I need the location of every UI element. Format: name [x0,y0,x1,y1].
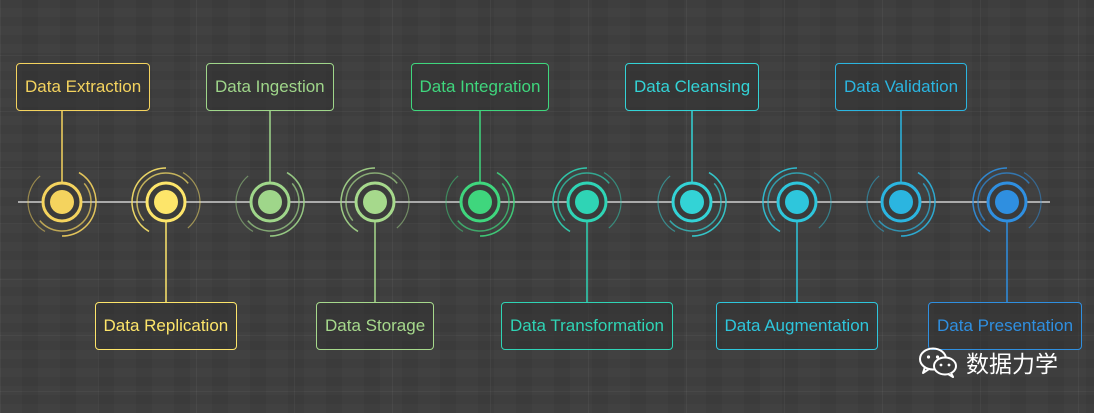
node-dot-data-replication [154,190,178,214]
node-arc-data-augmentation [767,172,820,222]
node-arc-data-presentation [1023,172,1042,229]
stage-label-data-presentation: Data Presentation [928,302,1083,350]
node-arc-data-cleansing [691,171,727,237]
node-arc-data-presentation [977,172,1030,222]
node-dot-data-extraction [50,190,74,214]
node-arc-data-extraction [61,171,97,237]
node-arc-data-replication [182,172,201,229]
node-dot-data-integration [468,190,492,214]
watermark: 数据力学 [918,345,1058,379]
node-dot-data-validation [889,190,913,214]
node-arc-data-validation [866,175,885,232]
stage-label-data-augmentation: Data Augmentation [715,302,879,350]
node-arc-data-extraction [27,175,46,232]
stage-label-data-cleansing: Data Cleansing [625,63,760,111]
node-arc-data-presentation [972,167,1008,233]
node-dot-data-cleansing [680,190,704,214]
stage-label-data-storage: Data Storage [316,302,435,350]
stage-label-data-validation: Data Validation [835,63,968,111]
node-arc-data-integration [479,171,515,237]
node-arc-data-replication [136,172,189,222]
node-arc-data-integration [445,175,464,232]
node-arc-data-extraction [39,182,92,232]
node-dot-data-augmentation [785,190,809,214]
node-arc-data-validation [900,171,936,237]
node-arc-data-storage [340,167,376,233]
wechat-icon [919,347,957,378]
stage-label-data-transformation: Data Transformation [501,302,674,350]
node-arc-data-replication [131,167,167,233]
node-dot-data-storage [363,190,387,214]
watermark-text: 数据力学 [966,351,1058,377]
node-arc-data-ingestion [247,182,300,232]
node-dot-data-ingestion [258,190,282,214]
node-arc-data-transformation [603,172,622,229]
node-arc-data-storage [345,172,398,222]
stage-label-data-ingestion: Data Ingestion [206,63,334,111]
node-arc-data-augmentation [813,172,832,229]
node-arc-data-ingestion [269,171,305,237]
node-arc-data-cleansing [657,175,676,232]
node-dot-data-transformation [575,190,599,214]
node-arc-data-cleansing [669,182,722,232]
stage-label-data-replication: Data Replication [94,302,238,350]
node-arc-data-ingestion [235,175,254,232]
node-arc-data-validation [878,182,931,232]
node-arc-data-storage [391,172,410,229]
node-arc-data-transformation [552,167,588,233]
node-arc-data-transformation [557,172,610,222]
node-dot-data-presentation [995,190,1019,214]
stage-label-data-integration: Data Integration [410,63,550,111]
node-arc-data-augmentation [762,167,798,233]
node-arc-data-integration [457,182,510,232]
stage-label-data-extraction: Data Extraction [16,63,151,111]
